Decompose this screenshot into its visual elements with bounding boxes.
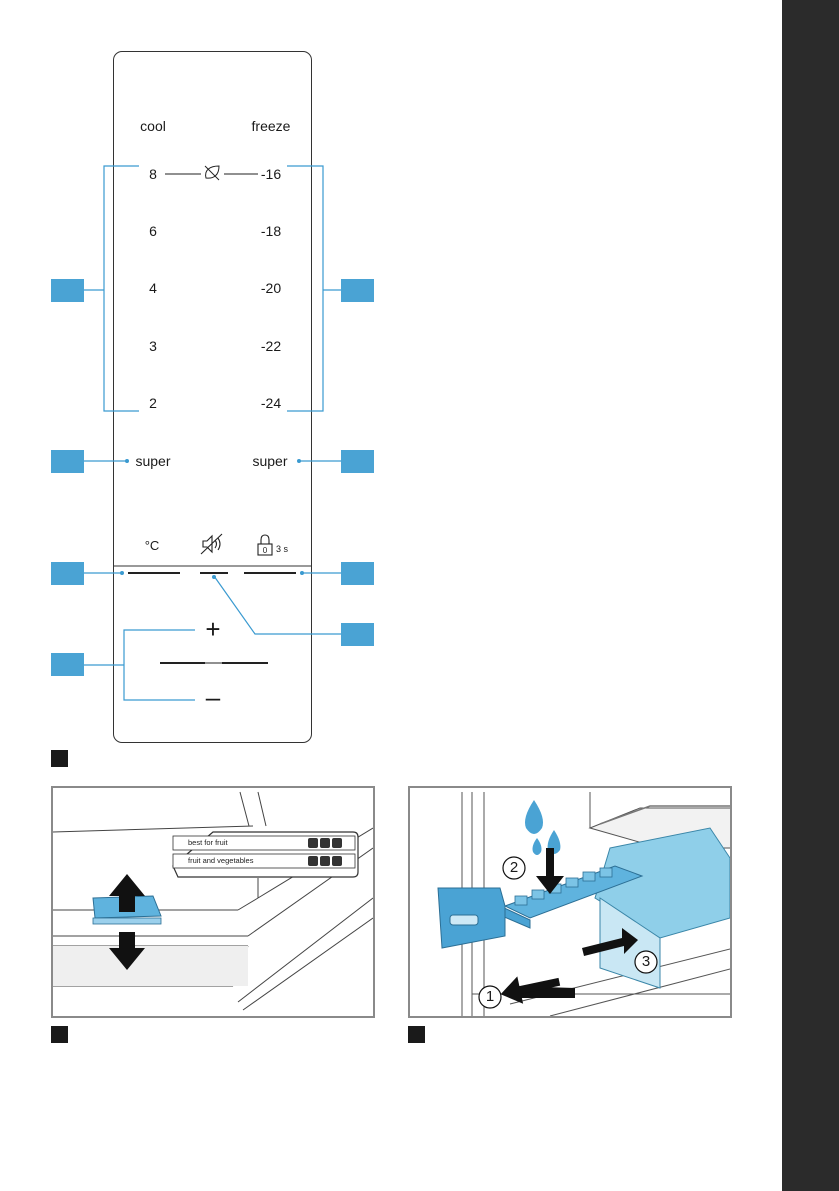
callout-box-cool-range <box>51 279 84 302</box>
ice-tray-illustration <box>410 788 732 1018</box>
figure-marker-panel <box>51 750 68 767</box>
slider-label-fruit: best for fruit <box>188 838 228 848</box>
callout-box-temp-button <box>51 562 84 585</box>
alarm-mute-icon <box>201 534 222 554</box>
callout-box-super-cool <box>51 450 84 473</box>
eco-leaf-icon <box>205 166 219 180</box>
step-2-number: 2 <box>510 860 518 876</box>
humidity-drawer-illustration <box>53 788 375 1018</box>
figure-marker-humidity <box>51 1026 68 1043</box>
slider-label-fruit-vegetables: fruit and vegetables <box>188 856 253 866</box>
figure-ice-tray: 2 1 3 <box>408 786 732 1018</box>
svg-text:0: 0 <box>263 546 268 555</box>
callout-box-lock-button <box>341 562 374 585</box>
callout-box-alarm-button <box>341 623 374 646</box>
lock-icon: 0 <box>258 535 272 555</box>
callout-box-plus-minus <box>51 653 84 676</box>
callout-box-freeze-range <box>341 279 374 302</box>
step-3-number: 3 <box>642 954 650 970</box>
callout-box-super-freeze <box>341 450 374 473</box>
figure-humidity-slider: best for fruit fruit and vegetables <box>51 786 375 1018</box>
step-1-number: 1 <box>486 989 494 1005</box>
figure-marker-ice-tray <box>408 1026 425 1043</box>
